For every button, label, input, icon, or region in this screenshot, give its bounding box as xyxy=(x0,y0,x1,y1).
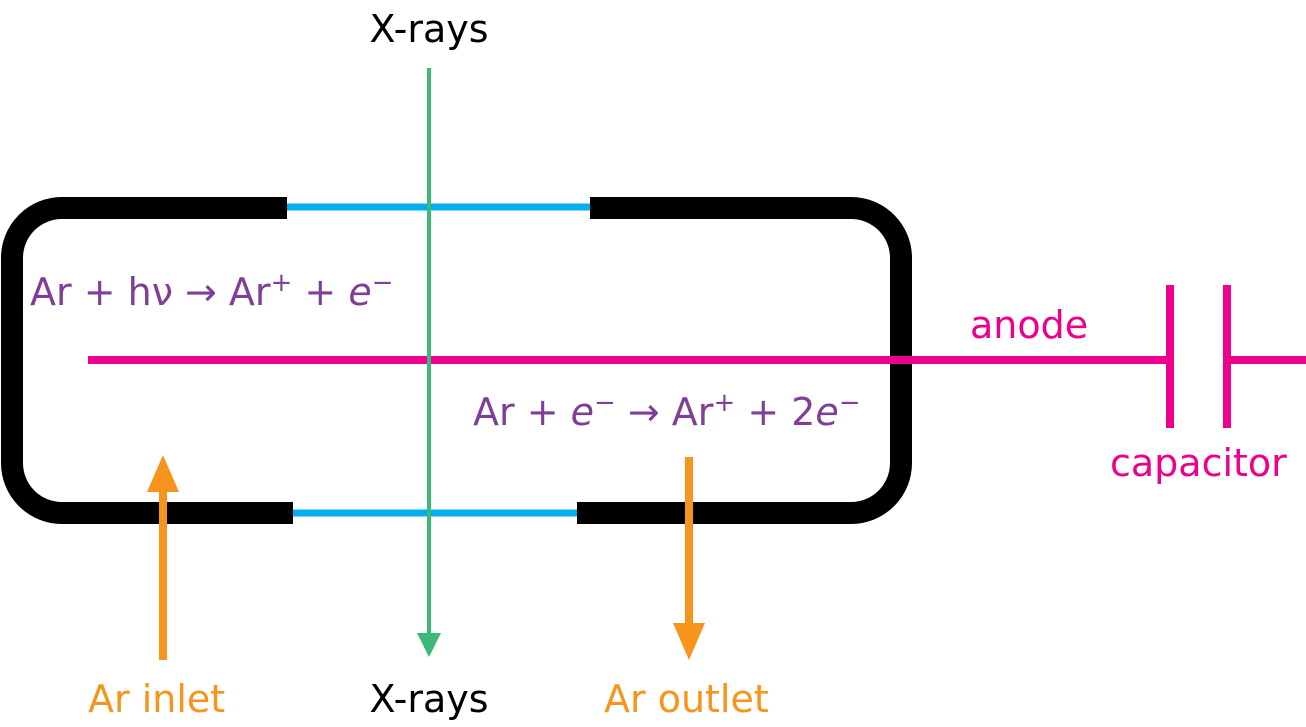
xrays-in-label: X-rays xyxy=(369,7,488,51)
chamber-wall-left xyxy=(1,197,293,524)
electron-charge: − xyxy=(372,268,394,298)
electron-symbol: e xyxy=(571,390,594,434)
anode-label: anode xyxy=(970,303,1088,347)
capacitor-label: capacitor xyxy=(1110,441,1287,485)
xrays-out-label: X-rays xyxy=(369,677,488,721)
reaction-lhs: Ar + hν → Ar xyxy=(30,270,271,314)
ion-charge: + xyxy=(271,268,293,298)
reaction-lhs: Ar + xyxy=(473,390,571,434)
reaction-arrow: → Ar xyxy=(616,390,714,434)
electron-symbol: e xyxy=(815,390,838,434)
ar-outlet-label: Ar outlet xyxy=(604,677,769,721)
electron-symbol: e xyxy=(348,270,371,314)
plus-two: + 2 xyxy=(735,390,815,434)
ar-outlet-arrow xyxy=(673,457,705,660)
ion-charge: + xyxy=(713,388,735,418)
electron-charge: − xyxy=(594,388,616,418)
ar-inlet-arrow xyxy=(147,455,179,660)
electron-charge: − xyxy=(839,388,861,418)
ar-inlet-label: Ar inlet xyxy=(88,677,225,721)
avalanche-reaction: Ar + e− → Ar+ + 2e− xyxy=(473,388,861,434)
plus-sign: + xyxy=(292,270,348,314)
photoionization-reaction: Ar + hν → Ar+ + e− xyxy=(30,268,394,314)
